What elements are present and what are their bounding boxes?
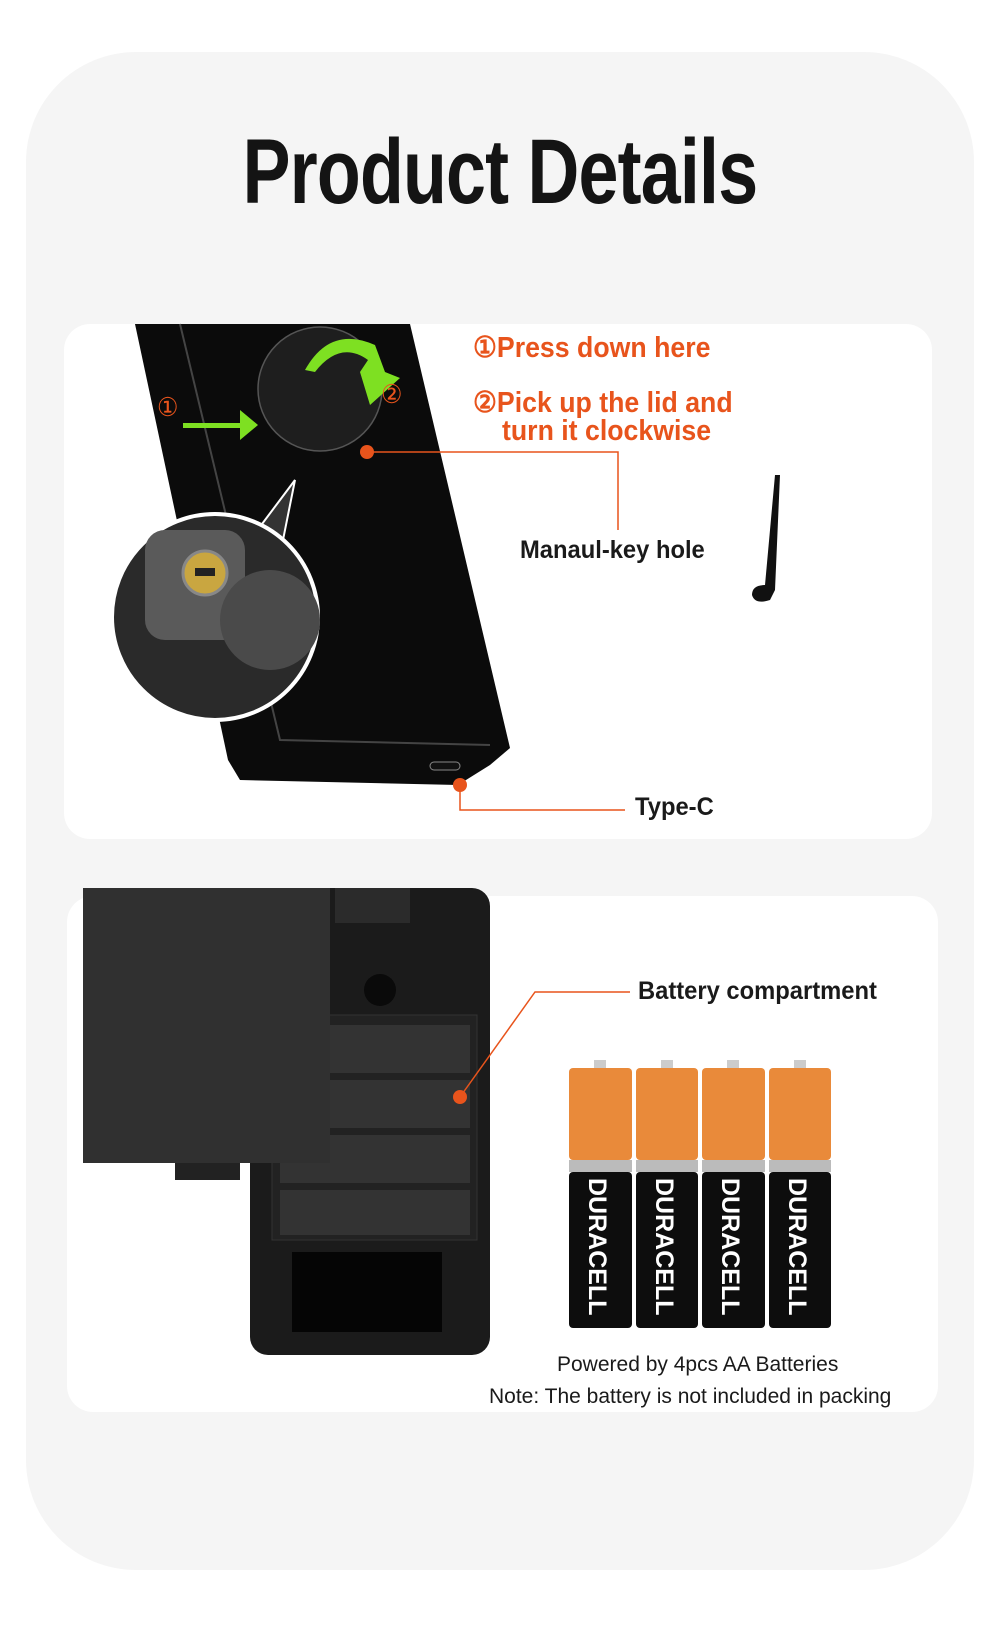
step-1-text: ①Press down here — [473, 332, 711, 364]
page-title: Product Details — [242, 121, 758, 223]
keyhole-label: Manaul-key hole — [520, 536, 705, 564]
battery-brand: DURACELL — [716, 1178, 744, 1316]
step-2-text-line1: ②Pick up the lid and — [473, 387, 733, 419]
battery-brand: DURACELL — [583, 1178, 611, 1316]
marker-1: ① — [157, 392, 179, 422]
marker-2: ② — [381, 379, 403, 409]
manual-key-icon — [752, 475, 780, 602]
battery-compartment-label: Battery compartment — [638, 977, 877, 1005]
note-text: Note: The battery is not included in pac… — [489, 1385, 892, 1408]
type-c-label: Type-C — [635, 793, 714, 821]
powered-text: Powered by 4pcs AA Batteries — [557, 1353, 839, 1376]
battery-brand: DURACELL — [650, 1178, 678, 1316]
step-2-text-line2: turn it clockwise — [502, 415, 712, 447]
rotate-arrow-icon — [305, 338, 400, 405]
press-arrow-icon — [183, 410, 258, 440]
battery-brand: DURACELL — [783, 1178, 811, 1316]
